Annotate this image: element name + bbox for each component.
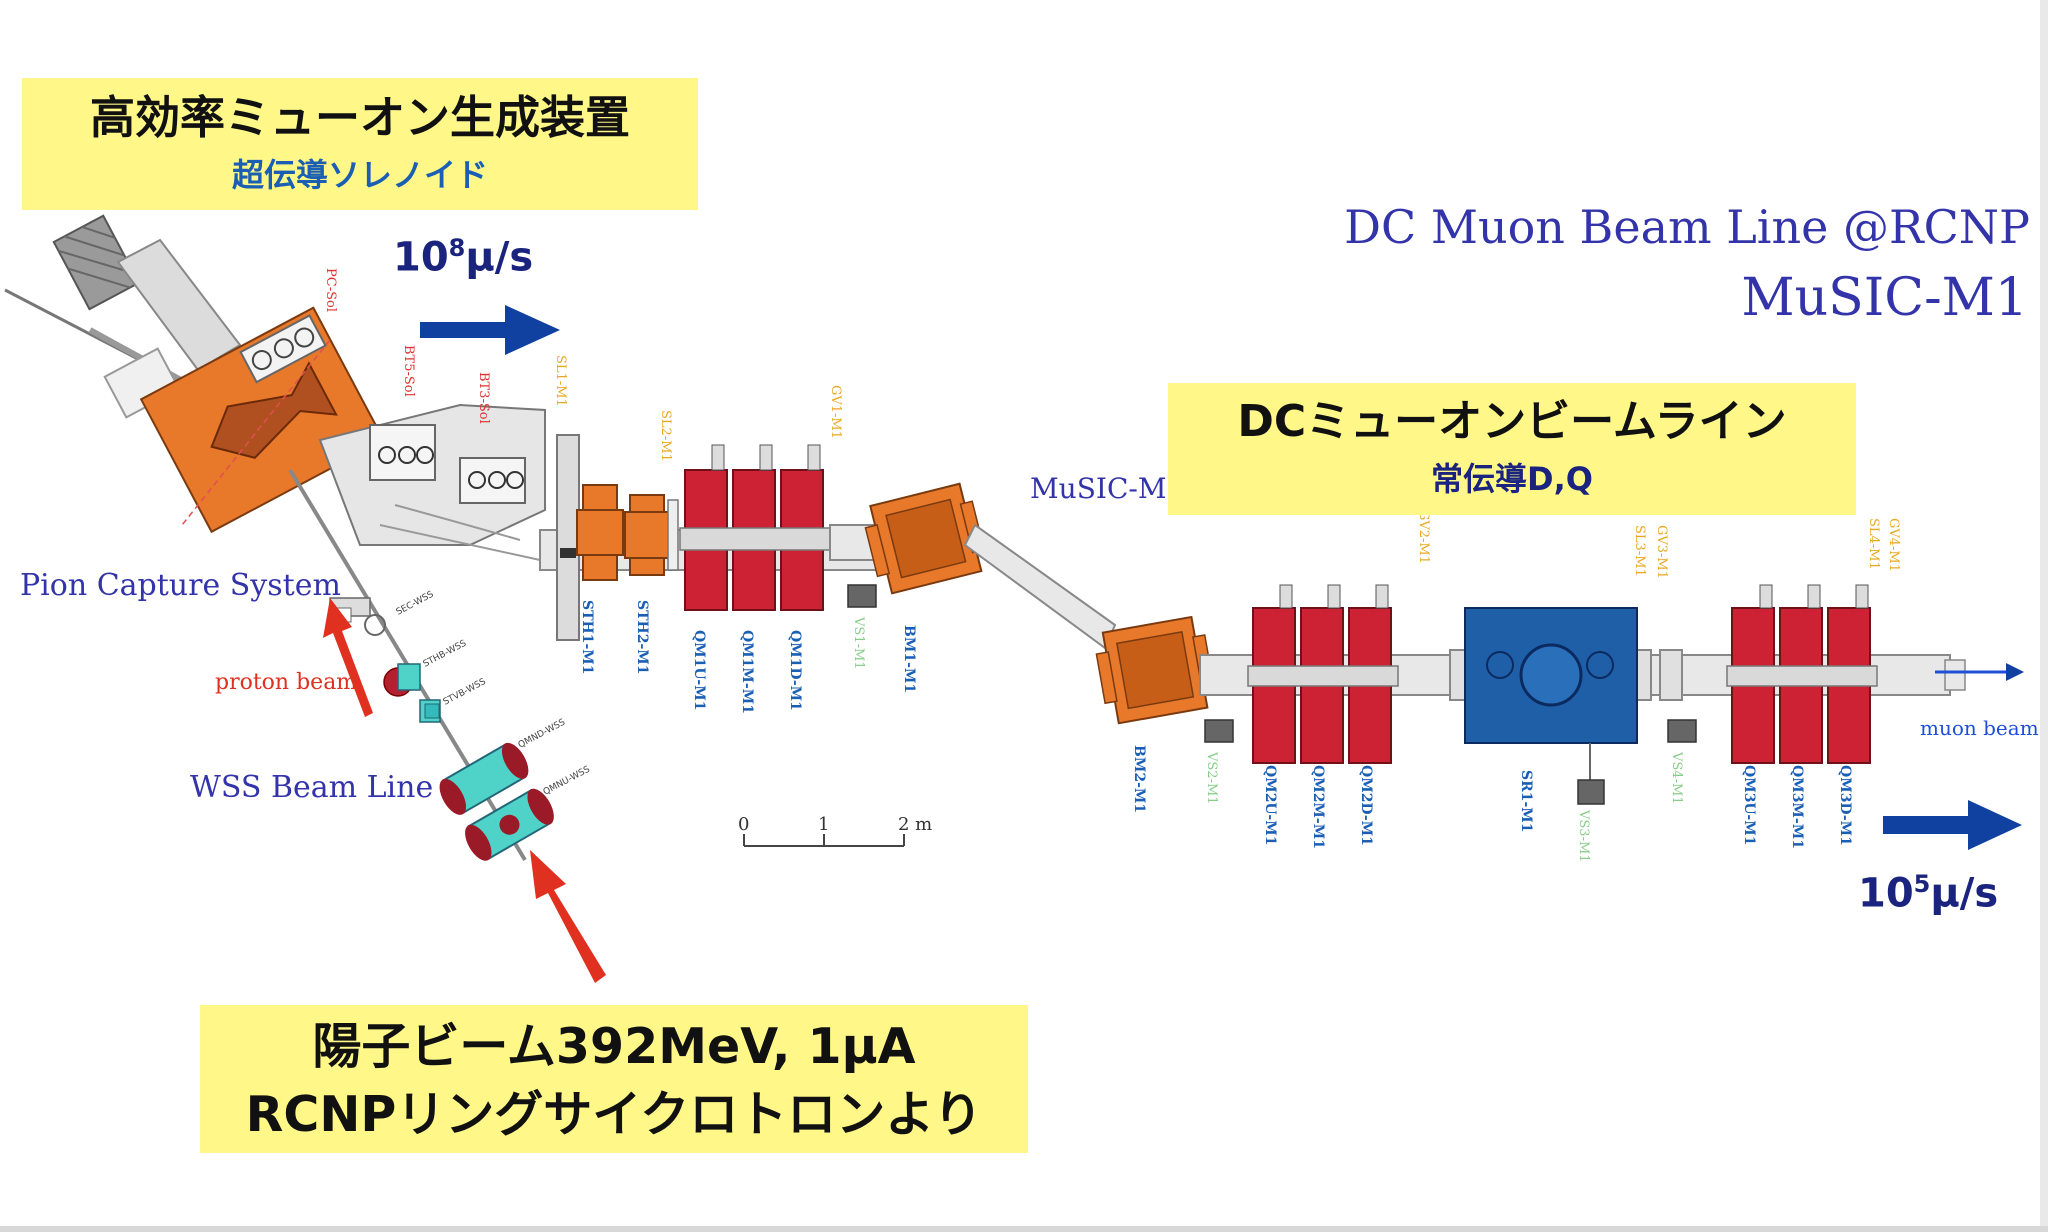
target-box	[52, 214, 141, 311]
label-sl3: SL3-M1	[1632, 525, 1647, 577]
label-gv1: GV1-M1	[828, 385, 843, 439]
rate-unit: μ/s	[465, 234, 534, 281]
muon-beam-label: muon beam	[1920, 716, 2039, 740]
label-bt5-sol: BT5-Sol	[401, 345, 416, 397]
label-vs1: VS1-M1	[851, 616, 866, 670]
label-qmnu-wss: QMNU-WSS	[542, 765, 592, 798]
label-bm1: BM1-M1	[901, 625, 917, 693]
label-sr1: SR1-M1	[1518, 770, 1534, 833]
callout-subtitle: 超伝導ソレノイド	[231, 156, 488, 194]
callout-line1: 陽子ビーム392MeV, 1μA	[312, 1018, 916, 1075]
wss-line-label: WSS Beam Line	[190, 770, 434, 805]
qm2-triplet	[1247, 584, 1399, 764]
label-qm3u: QM3U-M1	[1741, 765, 1757, 845]
rate-exponent: 8	[448, 234, 466, 262]
scale-tick: 2 m	[898, 814, 932, 835]
scale-bar: 0 1 2 m	[738, 814, 932, 847]
label-gv4: GV4-M1	[1886, 518, 1901, 572]
label-bt3-sol: BT3-Sol	[476, 372, 491, 424]
label-bm2: BM2-M1	[1131, 745, 1147, 813]
proton-beam-arrow-large	[530, 850, 606, 983]
upstream-rate: 108μ/s	[393, 234, 533, 280]
qm1-triplet	[679, 444, 831, 611]
vs4-pump	[1667, 719, 1697, 743]
downstream-rate-arrow	[1883, 800, 2022, 850]
label-qm3d: QM3D-M1	[1837, 765, 1853, 846]
bottom-edge	[0, 1226, 2048, 1232]
label-sth2: STH2-M1	[634, 600, 650, 675]
callout-dc-beamline: DCミューオンビームライン 常伝導D,Q	[1168, 383, 1856, 515]
label-sl1: SL1-M1	[553, 355, 568, 407]
label-gv3: GV3-M1	[1654, 525, 1669, 579]
rate-base: 10	[393, 234, 449, 281]
callout-line2: RCNPリングサイクロトロンより	[245, 1086, 983, 1143]
label-sl2: SL2-M1	[658, 410, 673, 462]
proton-beam-label: proton beam	[215, 670, 358, 695]
label-stvb-wss: STVB-WSS	[442, 677, 488, 708]
label-qm1m: QM1M-M1	[739, 630, 755, 714]
sr1-separator	[1449, 607, 1652, 805]
label-qm1d: QM1D-M1	[787, 630, 803, 711]
label-sec-wss: SEC-WSS	[395, 589, 436, 617]
label-qm1u: QM1U-M1	[691, 630, 707, 710]
callout-title: 高効率ミューオン生成装置	[89, 91, 630, 144]
rate-base: 10	[1858, 870, 1914, 917]
vs1-pump	[847, 584, 877, 608]
label-qmnd-wss: QMND-WSS	[517, 717, 568, 750]
pion-capture-assembly	[4, 214, 546, 561]
window-edge	[2040, 0, 2048, 1226]
label-gv2: GV2-M1	[1416, 510, 1431, 564]
callout-proton-beam: 陽子ビーム392MeV, 1μA RCNPリングサイクロトロンより	[200, 1005, 1028, 1153]
label-sthb-wss: STHB-WSS	[422, 638, 469, 669]
callout-subtitle: 常伝導D,Q	[1431, 460, 1593, 498]
label-vs4: VS4-M1	[1669, 751, 1684, 805]
downstream-rate: 105μ/s	[1858, 870, 1998, 916]
beamline-title: DC Muon Beam Line @RCNP	[1344, 200, 2030, 254]
label-vs3: VS3-M1	[1576, 809, 1591, 863]
callout-title: DCミューオンビームライン	[1237, 396, 1787, 447]
rate-exponent: 5	[1913, 870, 1931, 898]
label-pc-sol: PC-Sol	[323, 268, 338, 312]
label-qm3m: QM3M-M1	[1789, 765, 1805, 849]
music-m-label: MuSIC-M	[1030, 472, 1167, 505]
scale-tick: 0	[738, 814, 749, 835]
callout-production-device: 高効率ミューオン生成装置 超伝導ソレノイド	[22, 78, 698, 210]
bm2-dipole	[1095, 615, 1215, 725]
label-vs2: VS2-M1	[1204, 751, 1219, 805]
label-qm2m: QM2M-M1	[1310, 765, 1326, 849]
diagonal-beam-pipe	[963, 523, 1117, 650]
label-qm2u: QM2U-M1	[1262, 765, 1278, 845]
rate-unit: μ/s	[1930, 870, 1999, 917]
proton-beam-arrow-small	[323, 598, 373, 717]
beamline-name: MuSIC-M1	[1741, 268, 2028, 328]
label-sl4: SL4-M1	[1866, 518, 1881, 570]
upstream-rate-arrow	[420, 305, 560, 355]
pion-capture-label: Pion Capture System	[20, 568, 341, 603]
label-qm2d: QM2D-M1	[1358, 765, 1374, 846]
scale-tick: 1	[818, 814, 829, 835]
wss-beam-line	[288, 468, 554, 862]
label-sth1: STH1-M1	[579, 600, 595, 675]
qm3-triplet	[1726, 584, 1878, 764]
